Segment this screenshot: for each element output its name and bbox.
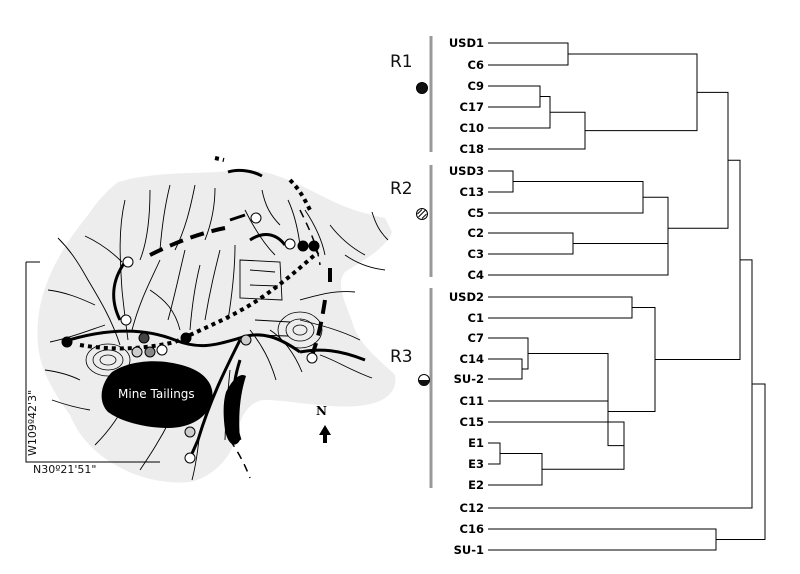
leaf-label: C18 bbox=[460, 142, 484, 156]
dendrogram-branch bbox=[716, 383, 766, 540]
site-marker bbox=[308, 240, 320, 252]
leaf-label: C17 bbox=[460, 100, 484, 114]
site-marker bbox=[180, 332, 192, 344]
dendrogram-branch bbox=[607, 377, 624, 447]
site-map: Mine Tailings W109º42'3" bbox=[25, 156, 396, 483]
leaf-label: C2 bbox=[468, 226, 484, 240]
site-marker bbox=[306, 352, 318, 364]
leaf-label: C10 bbox=[460, 121, 484, 135]
hatched-circle-icon bbox=[416, 208, 428, 220]
mine-tailings-label: Mine Tailings bbox=[118, 387, 195, 401]
leaf-label: SU-1 bbox=[454, 543, 484, 557]
leaf-label: C11 bbox=[460, 394, 484, 408]
leaf-label: C9 bbox=[468, 79, 484, 93]
stream-network bbox=[44, 184, 389, 481]
leaf-label: C6 bbox=[468, 58, 484, 72]
leaf-label: USD1 bbox=[449, 36, 484, 50]
waste-dump-area bbox=[223, 374, 246, 445]
latitude-label: N30º21'51" bbox=[33, 463, 97, 476]
group-label-r2: R2 bbox=[390, 179, 413, 199]
leaf-label: C14 bbox=[460, 352, 484, 366]
leaf-label: C12 bbox=[460, 501, 484, 515]
half-filled-circle-icon bbox=[418, 374, 430, 386]
dendrogram-branch bbox=[488, 96, 551, 129]
dendrogram-branch bbox=[488, 453, 543, 486]
dendrogram-branch bbox=[488, 232, 574, 255]
dendrogram-branches bbox=[488, 42, 766, 551]
leaf-labels: USD1C6C9C17C10C18USD3C13C5C2C3C4USD2C1C7… bbox=[449, 36, 484, 557]
dotted-tracks bbox=[79, 156, 320, 351]
leaf-label: C16 bbox=[460, 522, 484, 536]
site-marker bbox=[240, 334, 252, 346]
site-marker bbox=[250, 212, 262, 224]
watershed-area bbox=[37, 169, 396, 483]
leaf-label: SU-2 bbox=[454, 372, 484, 386]
leaf-label: C4 bbox=[468, 268, 484, 282]
site-marker bbox=[184, 452, 196, 464]
leaf-label: E2 bbox=[468, 478, 484, 492]
dendrogram-branch bbox=[488, 111, 586, 150]
leaf-label: USD2 bbox=[449, 290, 484, 304]
dendrogram-branch bbox=[488, 181, 644, 214]
group-label-r3: R3 bbox=[390, 347, 413, 367]
contour-lines bbox=[85, 311, 323, 377]
site-marker bbox=[131, 346, 143, 358]
dendrogram-branch bbox=[488, 42, 569, 66]
dendrogram-branch bbox=[488, 243, 669, 276]
filled-circle-icon bbox=[416, 82, 428, 94]
site-marker bbox=[122, 256, 134, 268]
dendrogram-branch bbox=[568, 53, 698, 132]
leaf-label: C13 bbox=[460, 185, 484, 199]
group-label-r1: R1 bbox=[390, 52, 413, 72]
leaf-label: E3 bbox=[468, 457, 484, 471]
leaf-label: C1 bbox=[468, 311, 484, 325]
dendrogram-branch bbox=[488, 358, 523, 380]
dendrogram-branch bbox=[488, 421, 625, 470]
north-arrow-icon: N bbox=[316, 404, 331, 443]
leaf-label: C7 bbox=[468, 331, 484, 345]
dendrogram-branch bbox=[488, 296, 633, 319]
site-marker bbox=[184, 426, 196, 438]
dendrogram-branch bbox=[488, 442, 501, 465]
leaf-label: E1 bbox=[468, 436, 484, 450]
longitude-label: W109º42'3" bbox=[26, 390, 39, 456]
site-marker bbox=[120, 314, 132, 326]
dendrogram-branch bbox=[488, 85, 541, 108]
dendrogram-branch bbox=[488, 353, 609, 402]
dashed-tracks bbox=[149, 226, 332, 356]
dendrogram-branch bbox=[668, 91, 729, 229]
leaf-label: C5 bbox=[468, 206, 484, 220]
coordinate-frame bbox=[25, 261, 160, 463]
dendrogram-branch bbox=[488, 170, 514, 193]
dendrogram-branch bbox=[643, 196, 669, 260]
leaf-label: C15 bbox=[460, 415, 484, 429]
leaf-label: USD3 bbox=[449, 164, 484, 178]
site-marker bbox=[61, 336, 73, 348]
sample-sites bbox=[61, 212, 320, 464]
svg-text:N: N bbox=[316, 404, 327, 418]
site-marker bbox=[284, 238, 296, 250]
site-marker bbox=[297, 240, 309, 252]
site-marker bbox=[138, 332, 150, 344]
mine-tailings-area bbox=[101, 361, 213, 428]
dendrogram-branch bbox=[608, 307, 656, 412]
leaf-label: C3 bbox=[468, 247, 484, 261]
site-marker bbox=[144, 346, 156, 358]
dendrogram-branch bbox=[488, 528, 717, 551]
site-marker bbox=[156, 344, 168, 356]
